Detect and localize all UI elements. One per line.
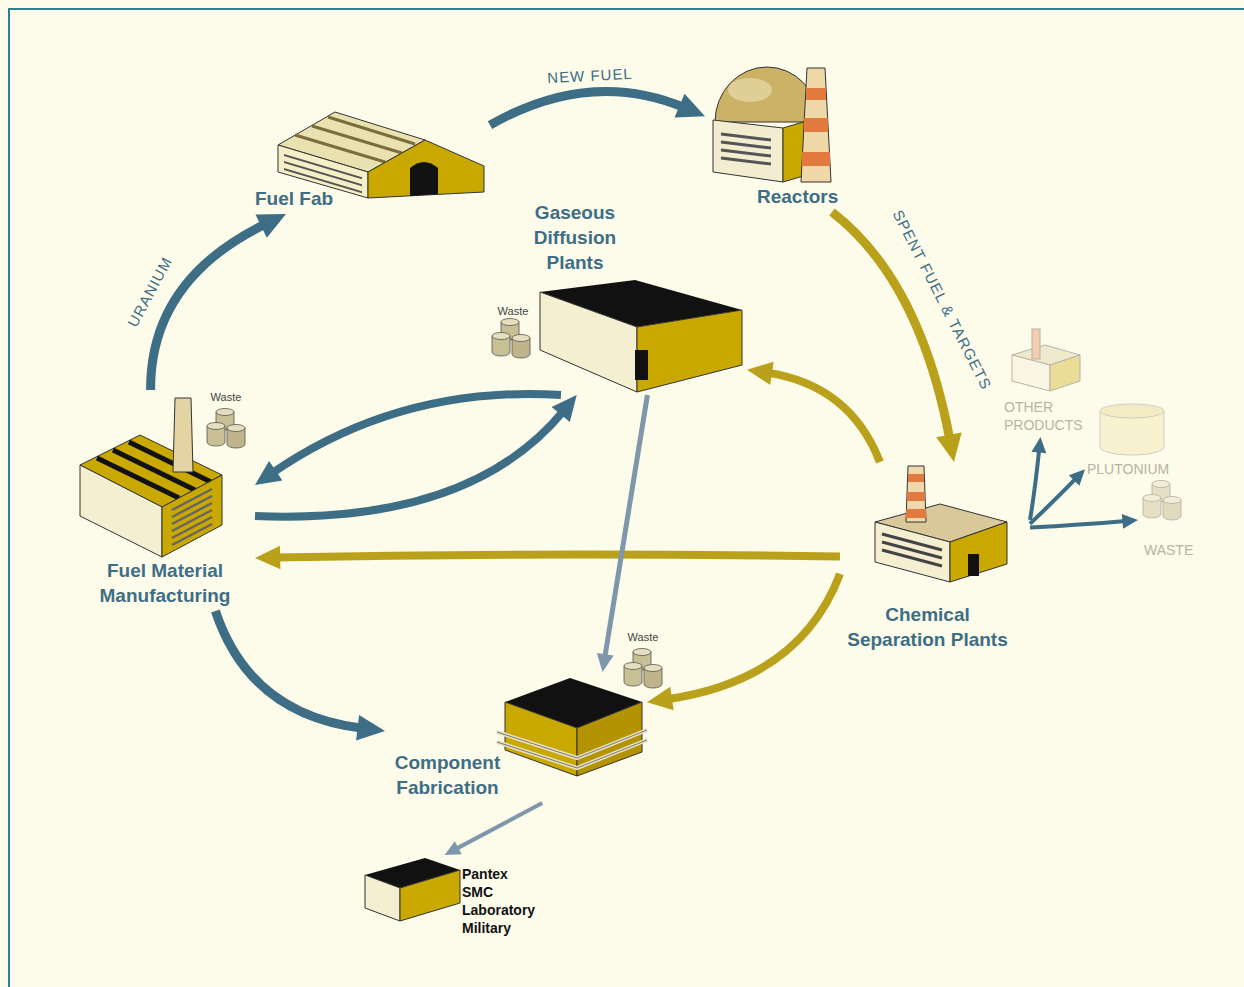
arrowhead — [356, 715, 385, 741]
flow-line — [456, 803, 543, 849]
flow-arrow — [1030, 514, 1138, 529]
waste-label: Waste — [498, 305, 529, 317]
flow-line — [215, 611, 363, 728]
flow-line — [667, 574, 840, 699]
arrowhead — [597, 653, 614, 672]
facility-node: Pantex SMC Laboratory Military — [365, 855, 550, 943]
facility-label: PLUTONIUM — [1087, 460, 1185, 478]
facility-label: Chemical Separation Plants — [840, 602, 1015, 652]
flow-arrow — [255, 394, 561, 485]
facility-node: Gaseous Diffusion Plants — [485, 200, 747, 395]
arrowhead — [747, 362, 774, 385]
facility-node: WASTE — [1138, 478, 1207, 562]
facility-label: Reactors — [757, 184, 855, 209]
flow-line — [605, 395, 648, 658]
facility-icon — [705, 60, 835, 185]
facility-label: WASTE — [1144, 541, 1204, 559]
facility-node: Chemical Separation Plants — [840, 462, 1030, 655]
facility-label: Fuel Fab — [255, 186, 375, 211]
flow-line — [832, 212, 950, 440]
flow-arrow — [151, 214, 286, 390]
flow-line — [490, 91, 685, 125]
facility-icon — [75, 390, 225, 560]
facility-node: Reactors — [705, 60, 858, 212]
arrowhead — [647, 687, 674, 710]
flow-arrow — [445, 803, 543, 855]
waste-drums — [624, 649, 662, 689]
waste-drums — [207, 409, 245, 449]
facility-node: OTHER PRODUCTS — [1000, 325, 1092, 437]
arrowhead — [1032, 437, 1047, 453]
facility-icon — [365, 855, 461, 925]
flow-arrow — [647, 574, 840, 710]
flow-arrow — [490, 91, 705, 125]
flow-line — [1030, 478, 1076, 524]
facility-icon — [1138, 478, 1190, 528]
facility-node: PLUTONIUM — [1085, 403, 1188, 481]
flow-arrow — [255, 546, 840, 570]
flow-line — [767, 373, 880, 462]
flow-arrow — [747, 362, 880, 462]
arrowhead — [445, 841, 462, 855]
waste-drums — [492, 319, 530, 359]
waste-label: Waste — [628, 631, 659, 643]
flow-arrow — [832, 212, 962, 462]
flow-arrow — [215, 611, 385, 741]
flow-line — [272, 394, 561, 474]
arrowhead — [936, 433, 961, 462]
facility-label: Component Fabrication — [385, 750, 510, 800]
facility-icon — [1000, 325, 1082, 395]
facility-label: OTHER PRODUCTS — [1004, 398, 1083, 434]
flow-label: NEW FUEL — [545, 66, 635, 87]
flow-arrow — [1030, 437, 1046, 520]
flow-line — [1030, 449, 1039, 519]
facility-node: Fuel Material Manufacturing — [75, 390, 255, 611]
flow-arrow — [1030, 469, 1085, 523]
facility-label: Gaseous Diffusion Plants — [515, 200, 635, 275]
facility-node: Fuel Fab — [250, 100, 490, 214]
flow-line — [275, 555, 840, 558]
flow-line — [1030, 521, 1126, 528]
flow-arrow — [255, 395, 577, 517]
flow-line — [151, 224, 267, 390]
waste-label: Waste — [211, 391, 242, 403]
arrowhead — [552, 395, 577, 422]
facility-icon — [1085, 403, 1167, 458]
facility-icon — [840, 462, 1010, 584]
arrowhead — [1122, 514, 1138, 529]
frame — [9, 9, 1244, 987]
arrowhead — [256, 214, 286, 238]
facility-node: Component Fabrication — [385, 672, 647, 803]
arrowhead — [255, 461, 282, 485]
arrowhead — [1069, 469, 1085, 485]
facility-icon — [250, 100, 490, 200]
arrowhead — [255, 546, 280, 570]
arrowhead — [675, 94, 705, 118]
facility-label: Fuel Material Manufacturing — [80, 558, 250, 608]
flow-line — [255, 411, 564, 517]
facility-label: Pantex SMC Laboratory Military — [462, 865, 535, 937]
